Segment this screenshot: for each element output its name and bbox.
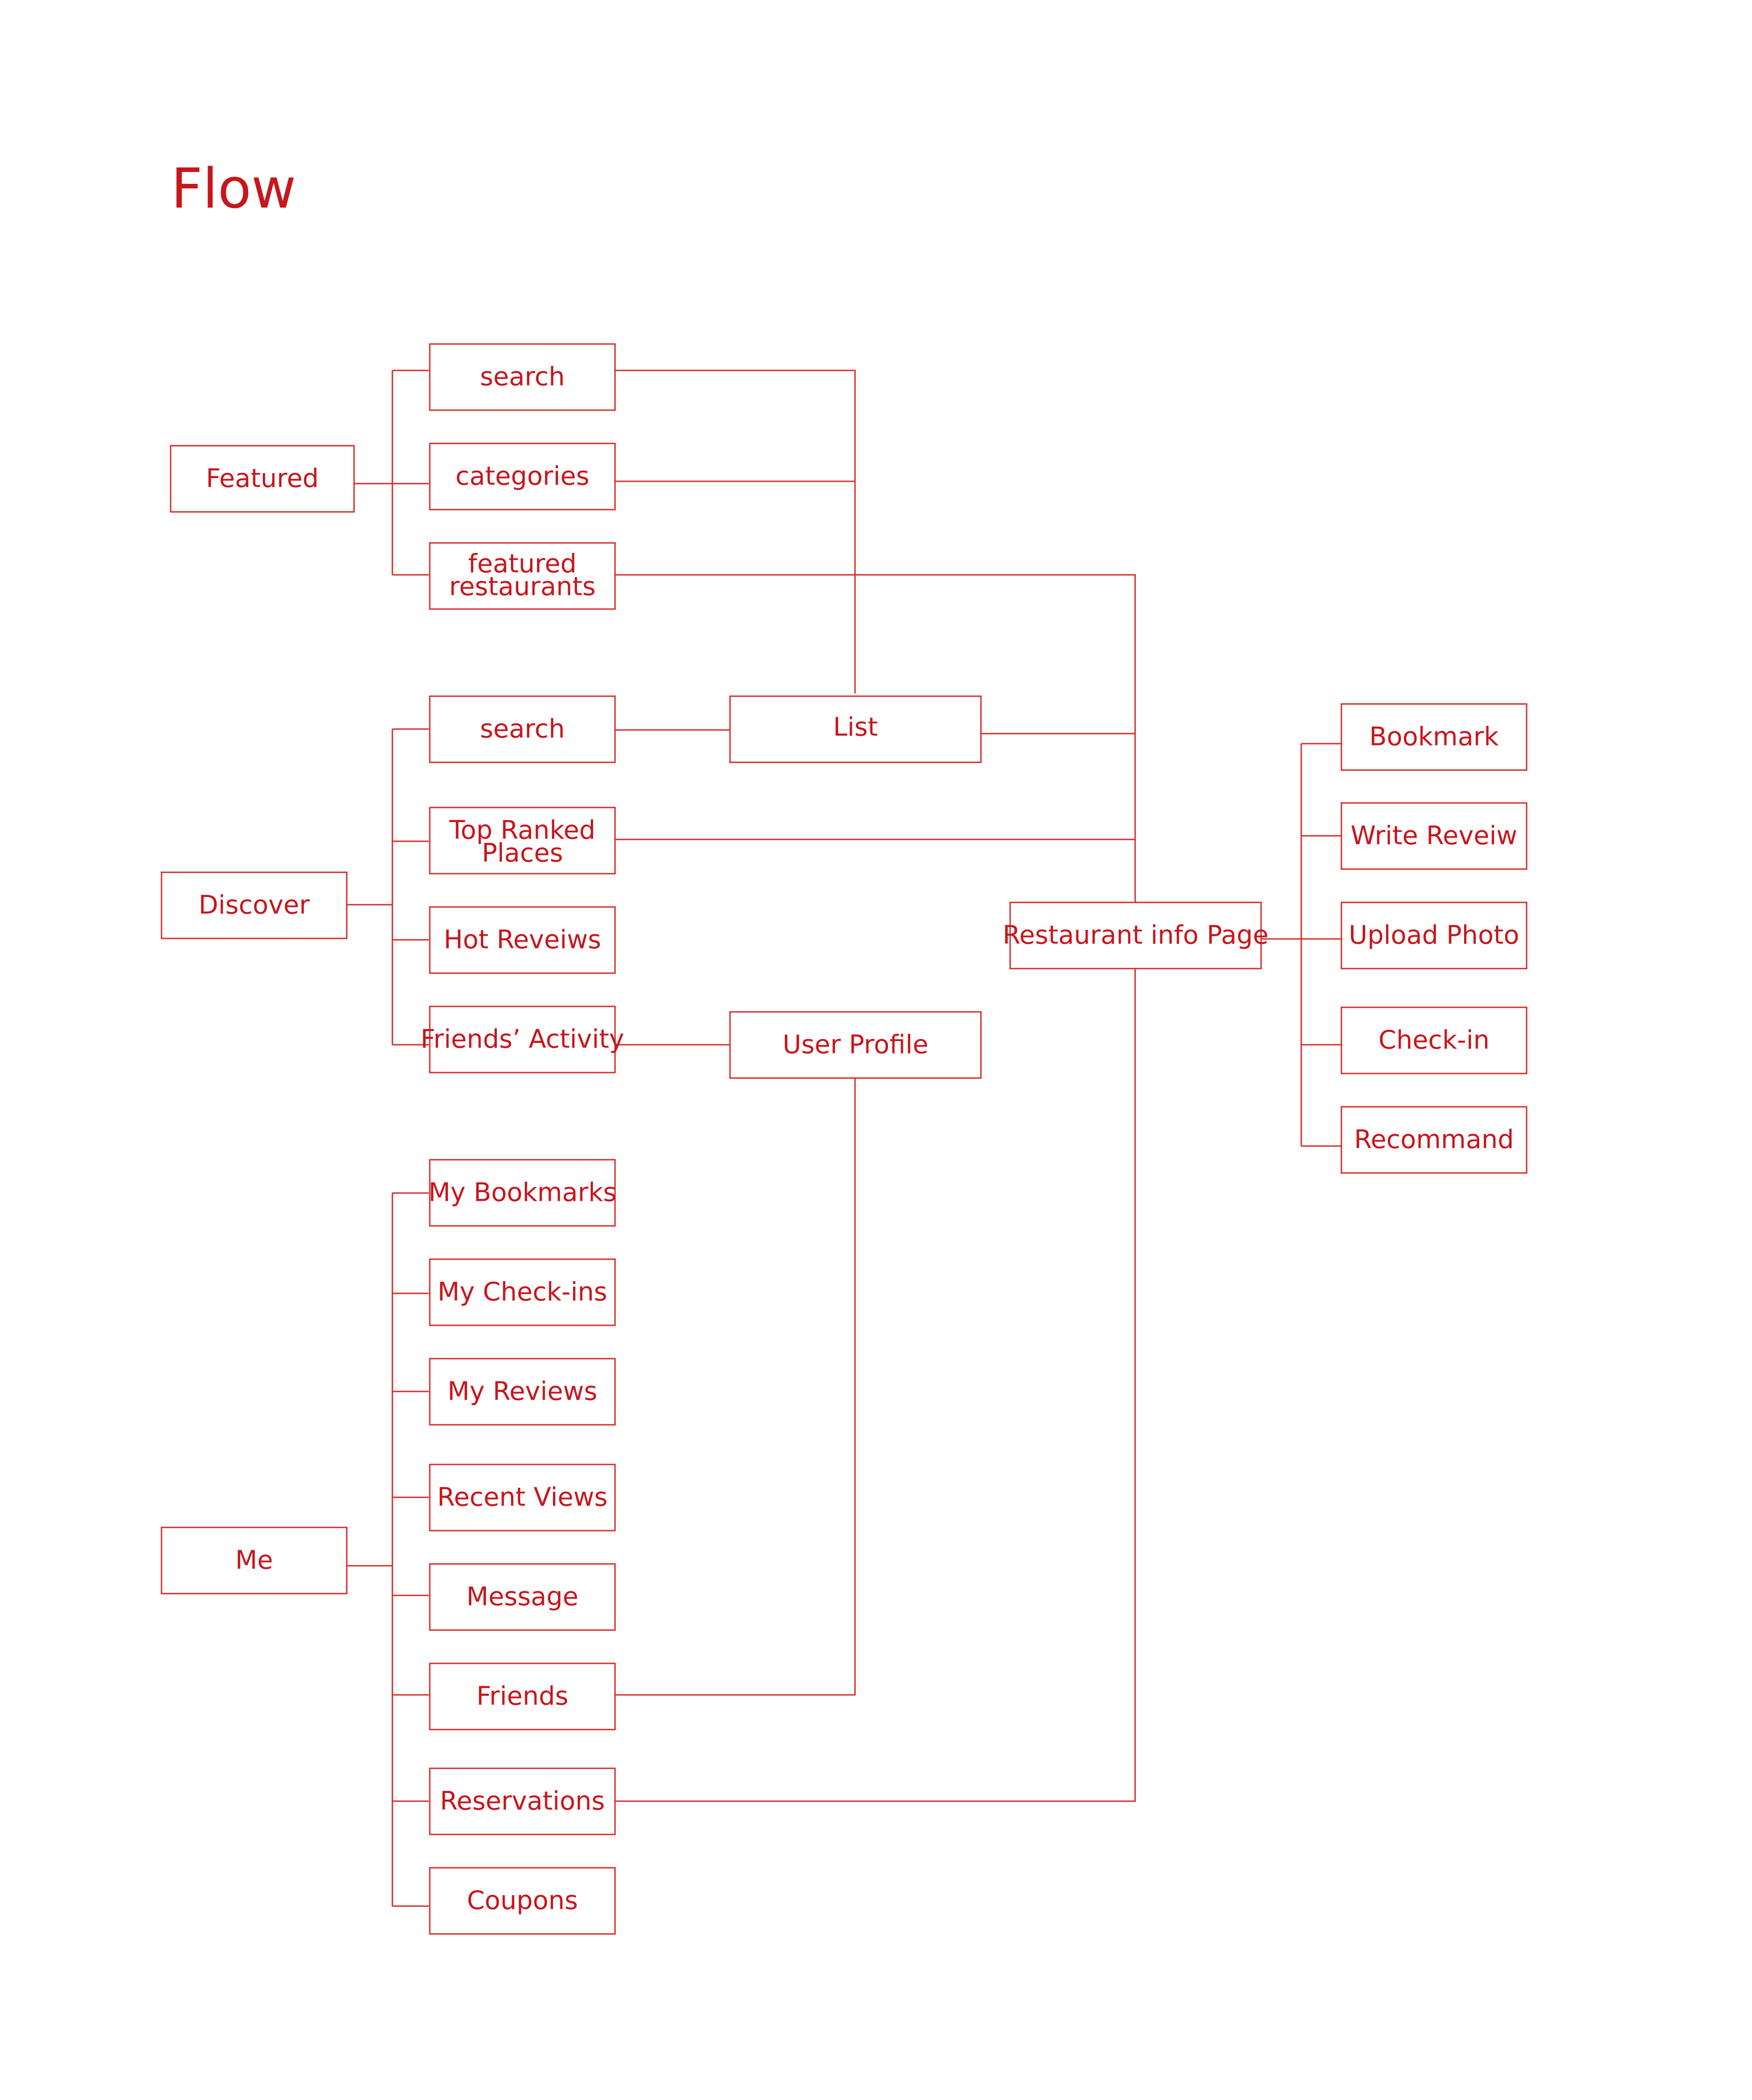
node-categories: categories [429,443,616,511]
node-upload-photo: Upload Photo [1340,901,1528,969]
svg-text:Me: Me [235,1546,273,1575]
svg-text:Message: Message [466,1582,578,1612]
node-my-bookmarks: My Bookmarks [428,1159,616,1227]
svg-text:search: search [480,714,565,744]
svg-text:My Reviews: My Reviews [448,1377,597,1407]
svg-text:search: search [480,362,565,392]
node-list: List [729,695,982,763]
node-recent-views: Recent Views [429,1464,616,1532]
node-recommend: Recommand [1340,1106,1528,1174]
svg-text:List: List [833,713,878,742]
svg-text:Hot Reveiws: Hot Reveiws [443,925,601,955]
node-top-ranked-places: Top Ranked Places [429,807,616,875]
node-friends-activity: Friends’ Activity [421,1006,624,1073]
connectors [347,370,1341,1907]
node-friends: Friends [429,1662,616,1730]
svg-text:Upload Photo: Upload Photo [1349,921,1519,950]
svg-text:Discover: Discover [198,891,310,920]
node-reservations: Reservations [429,1767,616,1835]
svg-text:Places: Places [482,839,563,868]
svg-text:User Profile: User Profile [782,1030,928,1060]
svg-text:Friends’ Activity: Friends’ Activity [421,1025,624,1054]
node-bookmark: Bookmark [1340,703,1528,771]
svg-text:Reservations: Reservations [440,1787,605,1816]
svg-text:Check-in: Check-in [1378,1026,1490,1055]
svg-text:Recommand: Recommand [1354,1125,1514,1155]
svg-text:featured: featured [468,549,577,579]
svg-text:Write Reveiw: Write Reveiw [1350,821,1517,851]
node-featured-restaurants: featured restaurants [429,542,616,610]
node-search: search [429,343,616,411]
node-search-discover: search [429,695,616,763]
svg-text:My Check-ins: My Check-ins [438,1277,607,1307]
svg-text:Top Ranked: Top Ranked [449,816,595,845]
node-featured: Featured [170,445,355,513]
node-user-profile: User Profile [729,1011,982,1079]
svg-text:Bookmark: Bookmark [1369,722,1499,752]
svg-text:Restaurant info Page: Restaurant info Page [1003,921,1269,950]
node-coupons: Coupons [429,1867,616,1935]
node-discover: Discover [161,871,348,939]
svg-text:Featured: Featured [206,464,318,494]
node-me: Me [161,1527,348,1595]
svg-text:restaurants: restaurants [449,572,595,602]
svg-text:Coupons: Coupons [467,1886,578,1916]
node-hot-reviews: Hot Reveiws [429,906,616,974]
svg-text:My Bookmarks: My Bookmarks [428,1178,616,1208]
svg-text:categories: categories [455,462,589,491]
node-restaurant-info-page: Restaurant info Page [1003,901,1269,969]
node-my-reviews: My Reviews [429,1358,616,1426]
svg-text:Friends: Friends [476,1682,568,1711]
page-title: Flow [171,157,296,221]
node-write-review: Write Reveiw [1340,802,1528,870]
node-check-in: Check-in [1340,1006,1528,1074]
node-my-check-ins: My Check-ins [429,1258,616,1326]
svg-text:Recent Views: Recent Views [437,1483,607,1512]
node-message: Message [429,1563,616,1631]
